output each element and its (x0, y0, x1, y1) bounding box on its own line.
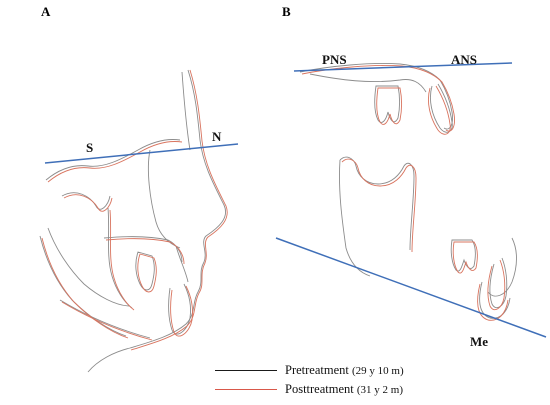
legend: Pretreatment (29 y 10 m) Posttreatment (… (215, 361, 535, 399)
legend-swatch-pretreatment (215, 370, 277, 371)
legend-label-posttreatment: Posttreatment (285, 382, 354, 396)
panel-a-tracing-posttreatment (41, 69, 228, 351)
legend-label-pretreatment: Pretreatment (285, 363, 349, 377)
legend-swatch-posttreatment (215, 389, 277, 390)
landmark-ans-label: ANS (451, 52, 477, 67)
landmark-me-label: Me (470, 334, 488, 349)
panel-a-tracing-pretreatment (39, 69, 226, 373)
landmark-pns-label: PNS (322, 52, 347, 67)
palatal-plane-line (293, 62, 513, 72)
mandibular-plane-line (275, 237, 547, 338)
landmark-s-label: S (86, 140, 93, 155)
legend-detail-pretreatment: (29 y 10 m) (352, 365, 404, 377)
legend-detail-posttreatment: (31 y 2 m) (356, 384, 404, 396)
panel-b-tracing-posttreatment (301, 65, 509, 321)
landmark-n-label: N (212, 129, 222, 144)
legend-item-posttreatment: Posttreatment (31 y 2 m) (215, 380, 535, 399)
panel-b-tracing-pretreatment (299, 63, 517, 319)
sn-reference-line (44, 143, 239, 164)
panel-b-letter: B (282, 4, 291, 19)
legend-item-pretreatment: Pretreatment (29 y 10 m) (215, 361, 535, 380)
panel-a-letter: A (41, 4, 51, 19)
